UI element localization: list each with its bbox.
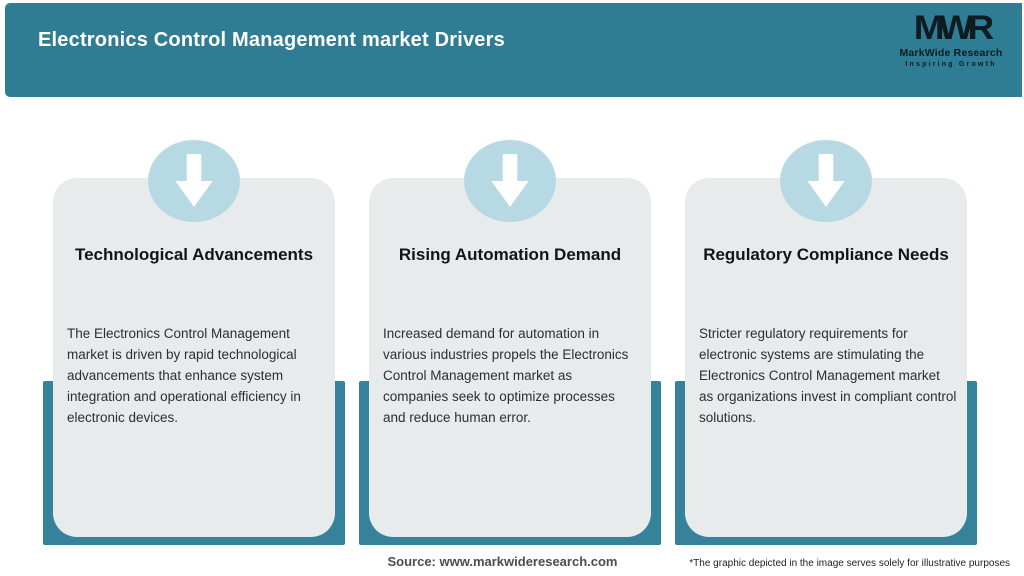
circle-badge <box>780 140 872 222</box>
card-title: Technological Advancements <box>74 245 314 264</box>
circle-badge <box>148 140 240 222</box>
down-arrow-icon <box>489 153 531 209</box>
card-body-text: Stricter regulatory requirements for ele… <box>699 326 957 425</box>
card-panel <box>53 178 335 537</box>
driver-card-regulatory-compliance-needs: Regulatory Compliance Needs Stricter reg… <box>675 140 977 545</box>
down-arrow-icon <box>805 153 847 209</box>
source-text: Source: www.markwideresearch.com <box>387 554 618 569</box>
logo-monogram: MWR <box>913 8 994 47</box>
logo-tagline: Inspiring Growth <box>905 60 997 68</box>
card-panel <box>685 178 967 537</box>
card-panel <box>369 178 651 537</box>
header-band: Electronics Control Management market Dr… <box>5 3 1022 97</box>
card-body-text: Increased demand for automation in vario… <box>383 326 629 425</box>
card-title: Regulatory Compliance Needs <box>703 245 949 264</box>
markwide-research-logo: MWR MarkWide Research Inspiring Growth <box>896 8 1006 68</box>
driver-card-rising-automation-demand: Rising Automation Demand Increased deman… <box>359 140 661 545</box>
page-title: Electronics Control Management market Dr… <box>38 29 505 51</box>
logo-name: MarkWide Research <box>899 47 1003 59</box>
down-arrow-icon <box>173 153 215 209</box>
disclaimer-text: *The graphic depicted in the image serve… <box>689 558 1010 569</box>
card-title: Rising Automation Demand <box>398 245 622 264</box>
circle-badge <box>464 140 556 222</box>
card-body-text: The Electronics Control Management marke… <box>67 326 301 425</box>
driver-card-technological-advancements: Technological Advancements The Electroni… <box>43 140 345 545</box>
